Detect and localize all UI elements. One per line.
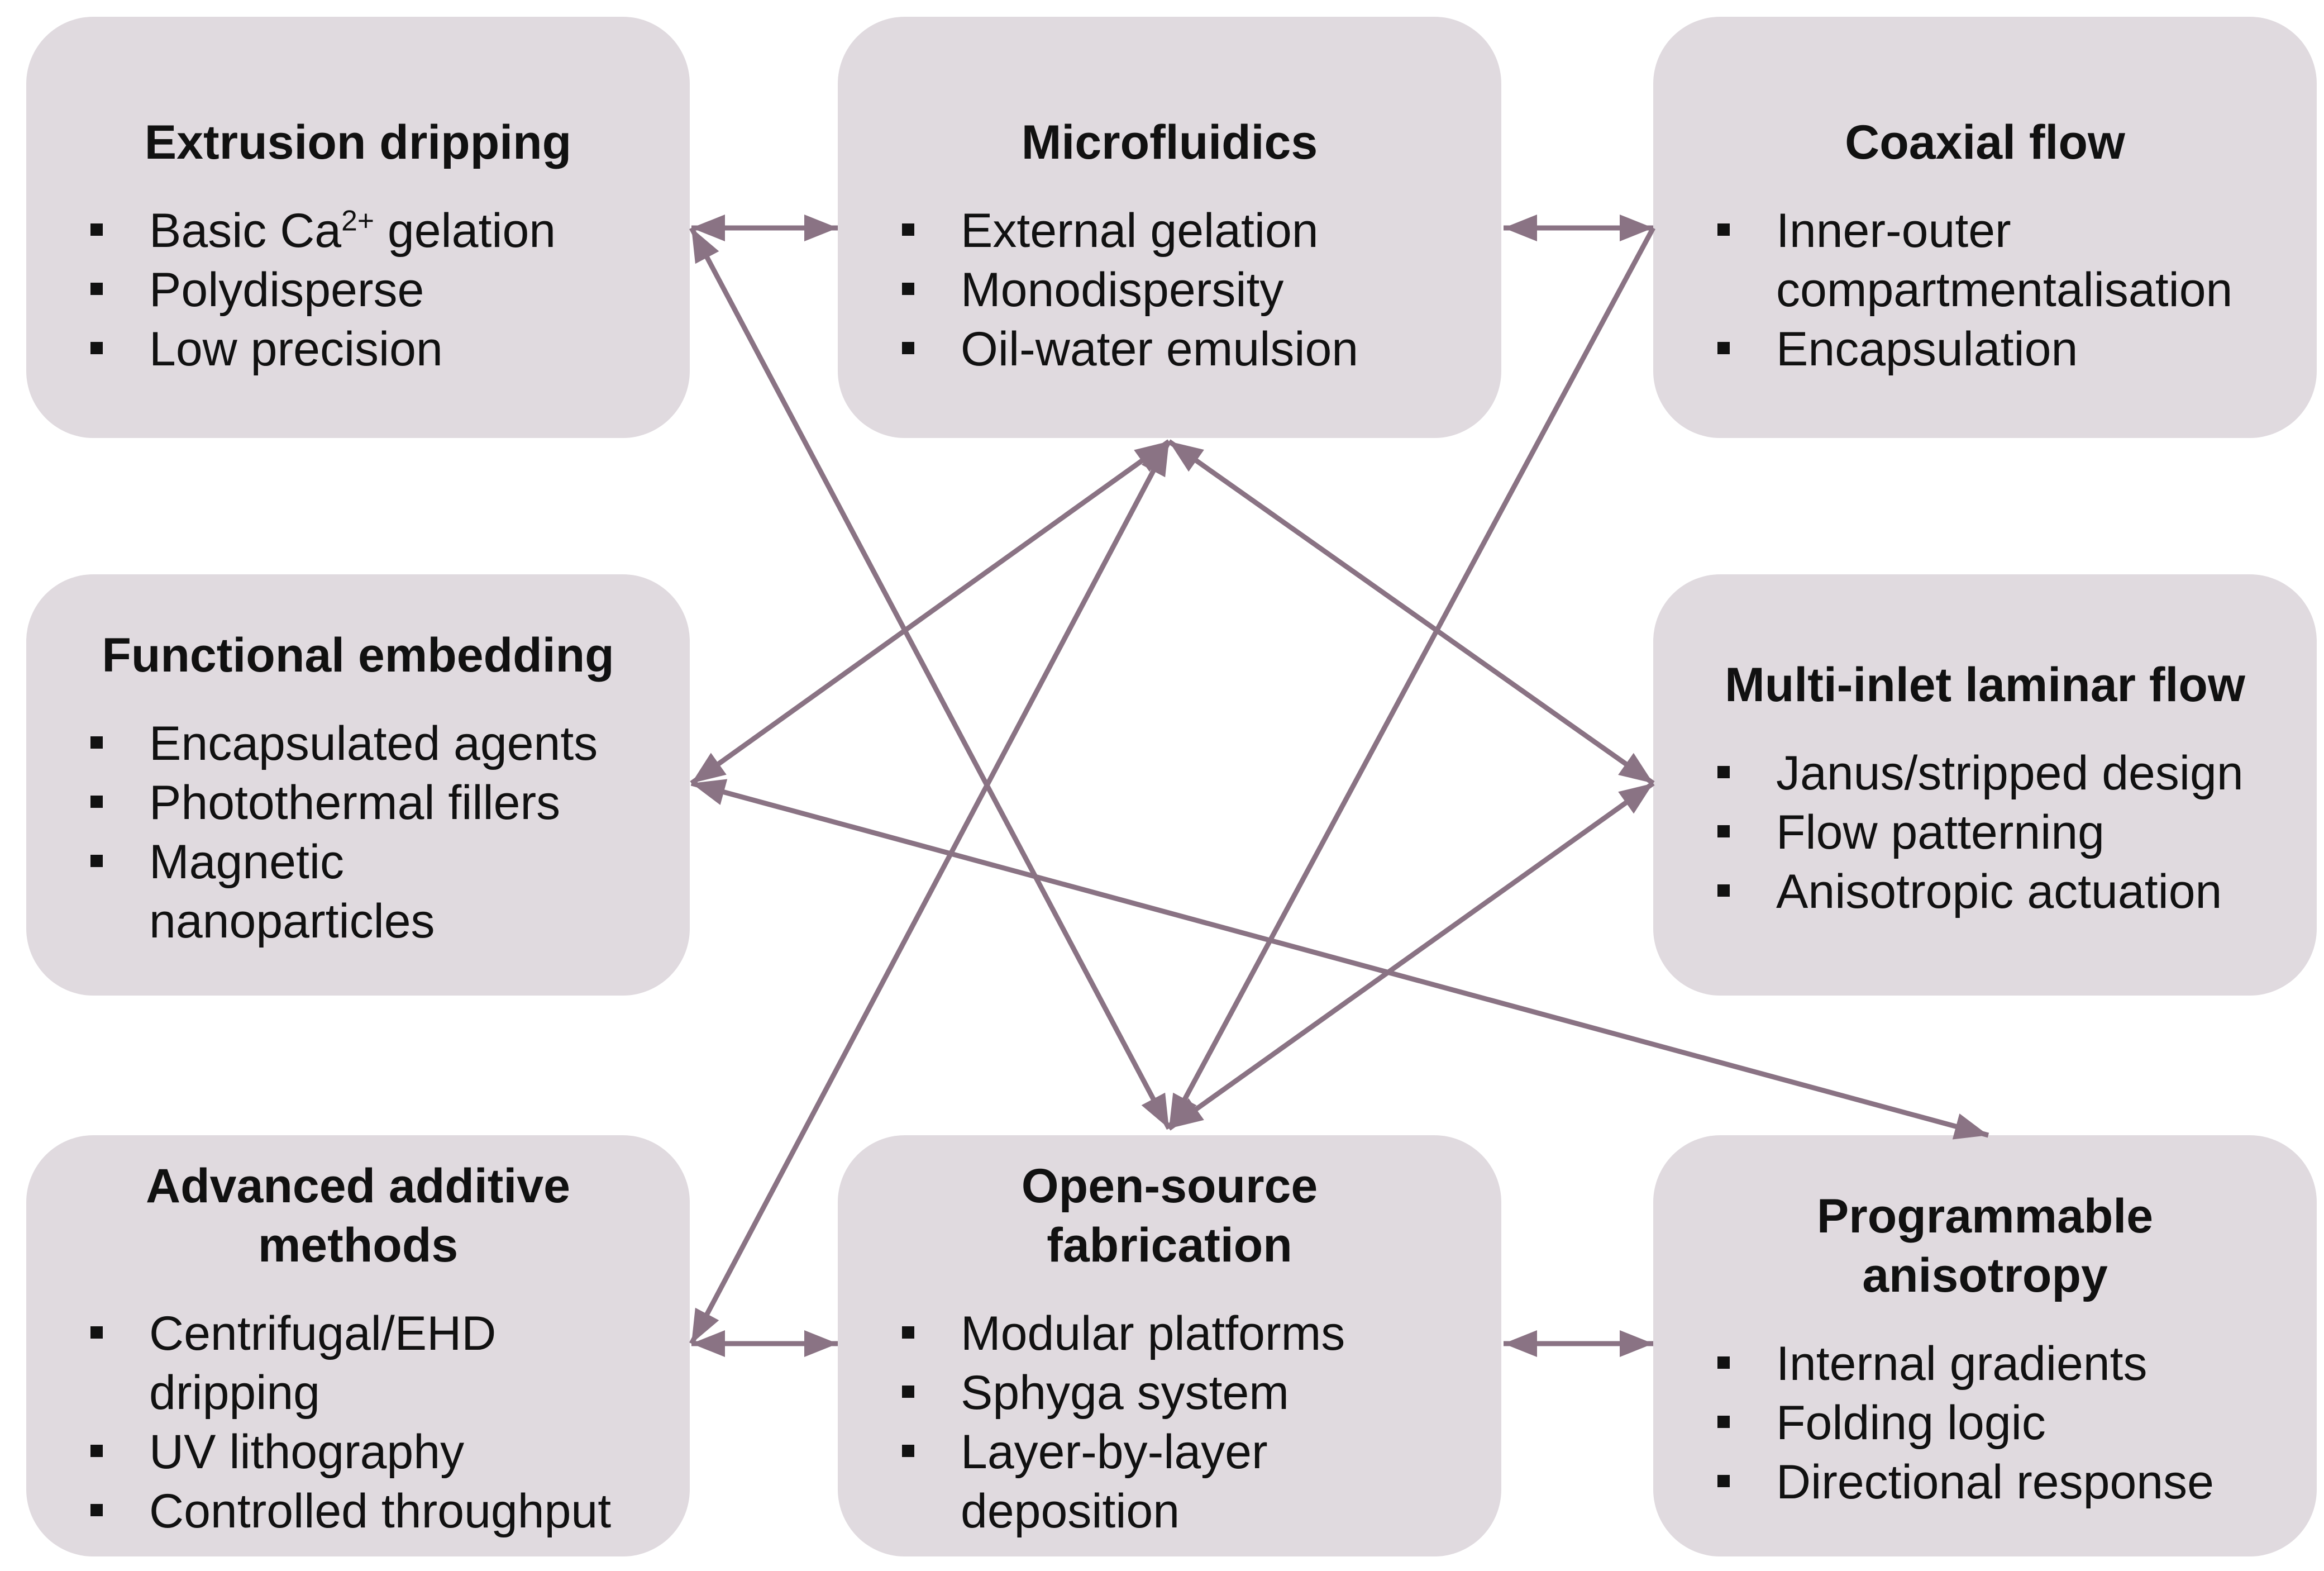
list-item: Flow patterning — [1653, 803, 2317, 862]
box-title-line1: Advanced additive — [146, 1159, 570, 1213]
list-item: Internal gradients — [1653, 1334, 2317, 1393]
arrowhead-functional — [691, 779, 728, 805]
arrowhead-microfluidics — [804, 215, 838, 241]
list-item: Centrifugal/EHD — [26, 1304, 690, 1363]
list-item: Basic Ca2+ gelation — [26, 201, 690, 260]
arrowhead-additive — [691, 1330, 725, 1357]
list-item: Controlled throughput — [26, 1482, 690, 1541]
box-functional-embedding: Functional embedding Encapsulated agents… — [26, 574, 690, 996]
list-item: Janus/stripped design — [1653, 744, 2317, 803]
box-coaxial-flow: Coaxial flow Inner-outer compartmentalis… — [1653, 17, 2317, 438]
list-item-continuation: deposition — [961, 1484, 1180, 1538]
list-item-continuation: dripping — [149, 1366, 320, 1420]
box-multi-inlet-laminar-flow: Multi-inlet laminar flow Janus/stripped … — [1653, 574, 2317, 996]
box-open-source-fabrication: Open-source fabrication Modular platform… — [838, 1135, 1501, 1556]
list-item: External gelation — [838, 201, 1501, 260]
list-item: Directional response — [1653, 1453, 2317, 1512]
list-item: Encapsulation — [1653, 320, 2317, 379]
box-extrusion-dripping: Extrusion dripping Basic Ca2+ gelation P… — [26, 17, 690, 438]
arrow-line-microfluidics-multiinlet — [1167, 439, 1655, 786]
box-list: Encapsulated agents Photothermal fillers… — [26, 714, 690, 951]
list-item-continuation: nanoparticles — [149, 894, 435, 948]
list-item: Inner-outer — [1653, 201, 2317, 260]
arrowhead-microfluidics — [1504, 215, 1537, 241]
box-title: Extrusion dripping — [144, 116, 572, 169]
list-item: Folding logic — [1653, 1393, 2317, 1453]
list-item: Oil-water emulsion — [838, 320, 1501, 379]
list-item: Anisotropic actuation — [1653, 862, 2317, 921]
list-item: Layer-by-layer — [838, 1422, 1501, 1482]
box-title: Coaxial flow — [1845, 116, 2125, 169]
box-list: Basic Ca2+ gelation Polydisperse Low pre… — [26, 201, 690, 379]
box-title: Multi-inlet laminar flow — [1725, 658, 2245, 712]
arrowhead-additive — [691, 1307, 719, 1344]
list-item: Monodispersity — [838, 260, 1501, 320]
box-list: External gelation Monodispersity Oil-wat… — [838, 201, 1501, 379]
box-microfluidics: Microfluidics External gelation Monodisp… — [838, 17, 1501, 438]
arrowhead-coaxial — [1620, 215, 1653, 241]
arrowhead-programmable — [1620, 1330, 1653, 1357]
box-title: Microfluidics — [1021, 116, 1318, 169]
arrowhead-microfluidics — [1141, 441, 1169, 478]
arrow-line-microfluidics-functional — [690, 439, 1171, 786]
list-item: Magnetic — [26, 832, 690, 892]
arrowhead-functional — [691, 753, 727, 783]
arrowhead-opensource — [1169, 1092, 1197, 1129]
box-list: Internal gradients Folding logic Directi… — [1653, 1334, 2317, 1512]
list-item: Polydisperse — [26, 260, 690, 320]
arrowhead-opensource — [804, 1330, 838, 1357]
box-title-line1: Programmable — [1816, 1189, 2154, 1243]
list-item: Modular platforms — [838, 1304, 1501, 1363]
box-list: Inner-outer compartmentalisation Encapsu… — [1653, 201, 2317, 379]
arrowhead-microfluidics — [1169, 441, 1204, 472]
arrowhead-multiinlet — [1618, 783, 1653, 814]
box-list: Centrifugal/EHD dripping UV lithography … — [26, 1304, 690, 1541]
list-item: Photothermal fillers — [26, 773, 690, 832]
box-title-line2: methods — [257, 1218, 459, 1272]
list-item: Encapsulated agents — [26, 714, 690, 773]
arrowhead-microfluidics — [1134, 441, 1169, 472]
arrowhead-multiinlet — [1618, 753, 1653, 783]
box-list: Janus/stripped design Flow patterning An… — [1653, 744, 2317, 921]
box-title-line2: fabrication — [1047, 1218, 1292, 1272]
box-list: Modular platforms Sphyga system Layer-by… — [838, 1304, 1501, 1541]
box-title-line2: anisotropy — [1862, 1249, 2108, 1302]
arrow-line-opensource-multiinlet — [1167, 781, 1655, 1131]
list-item: Low precision — [26, 320, 690, 379]
list-item: UV lithography — [26, 1422, 690, 1482]
list-item-continuation: compartmentalisation — [1776, 263, 2233, 317]
arrowhead-extrusion — [691, 228, 719, 264]
box-title: Functional embedding — [102, 629, 614, 682]
arrowhead-opensource — [1169, 1098, 1204, 1129]
box-advanced-additive-methods: Advanced additive methods Centrifugal/EH… — [26, 1135, 690, 1556]
arrowhead-extrusion — [691, 215, 725, 241]
list-item: Sphyga system — [838, 1363, 1501, 1422]
box-programmable-anisotropy: Programmable anisotropy Internal gradien… — [1653, 1135, 2317, 1556]
arrowhead-opensource — [1504, 1330, 1537, 1357]
box-title-line1: Open-source — [1021, 1159, 1318, 1213]
arrowhead-opensource — [1141, 1092, 1169, 1129]
